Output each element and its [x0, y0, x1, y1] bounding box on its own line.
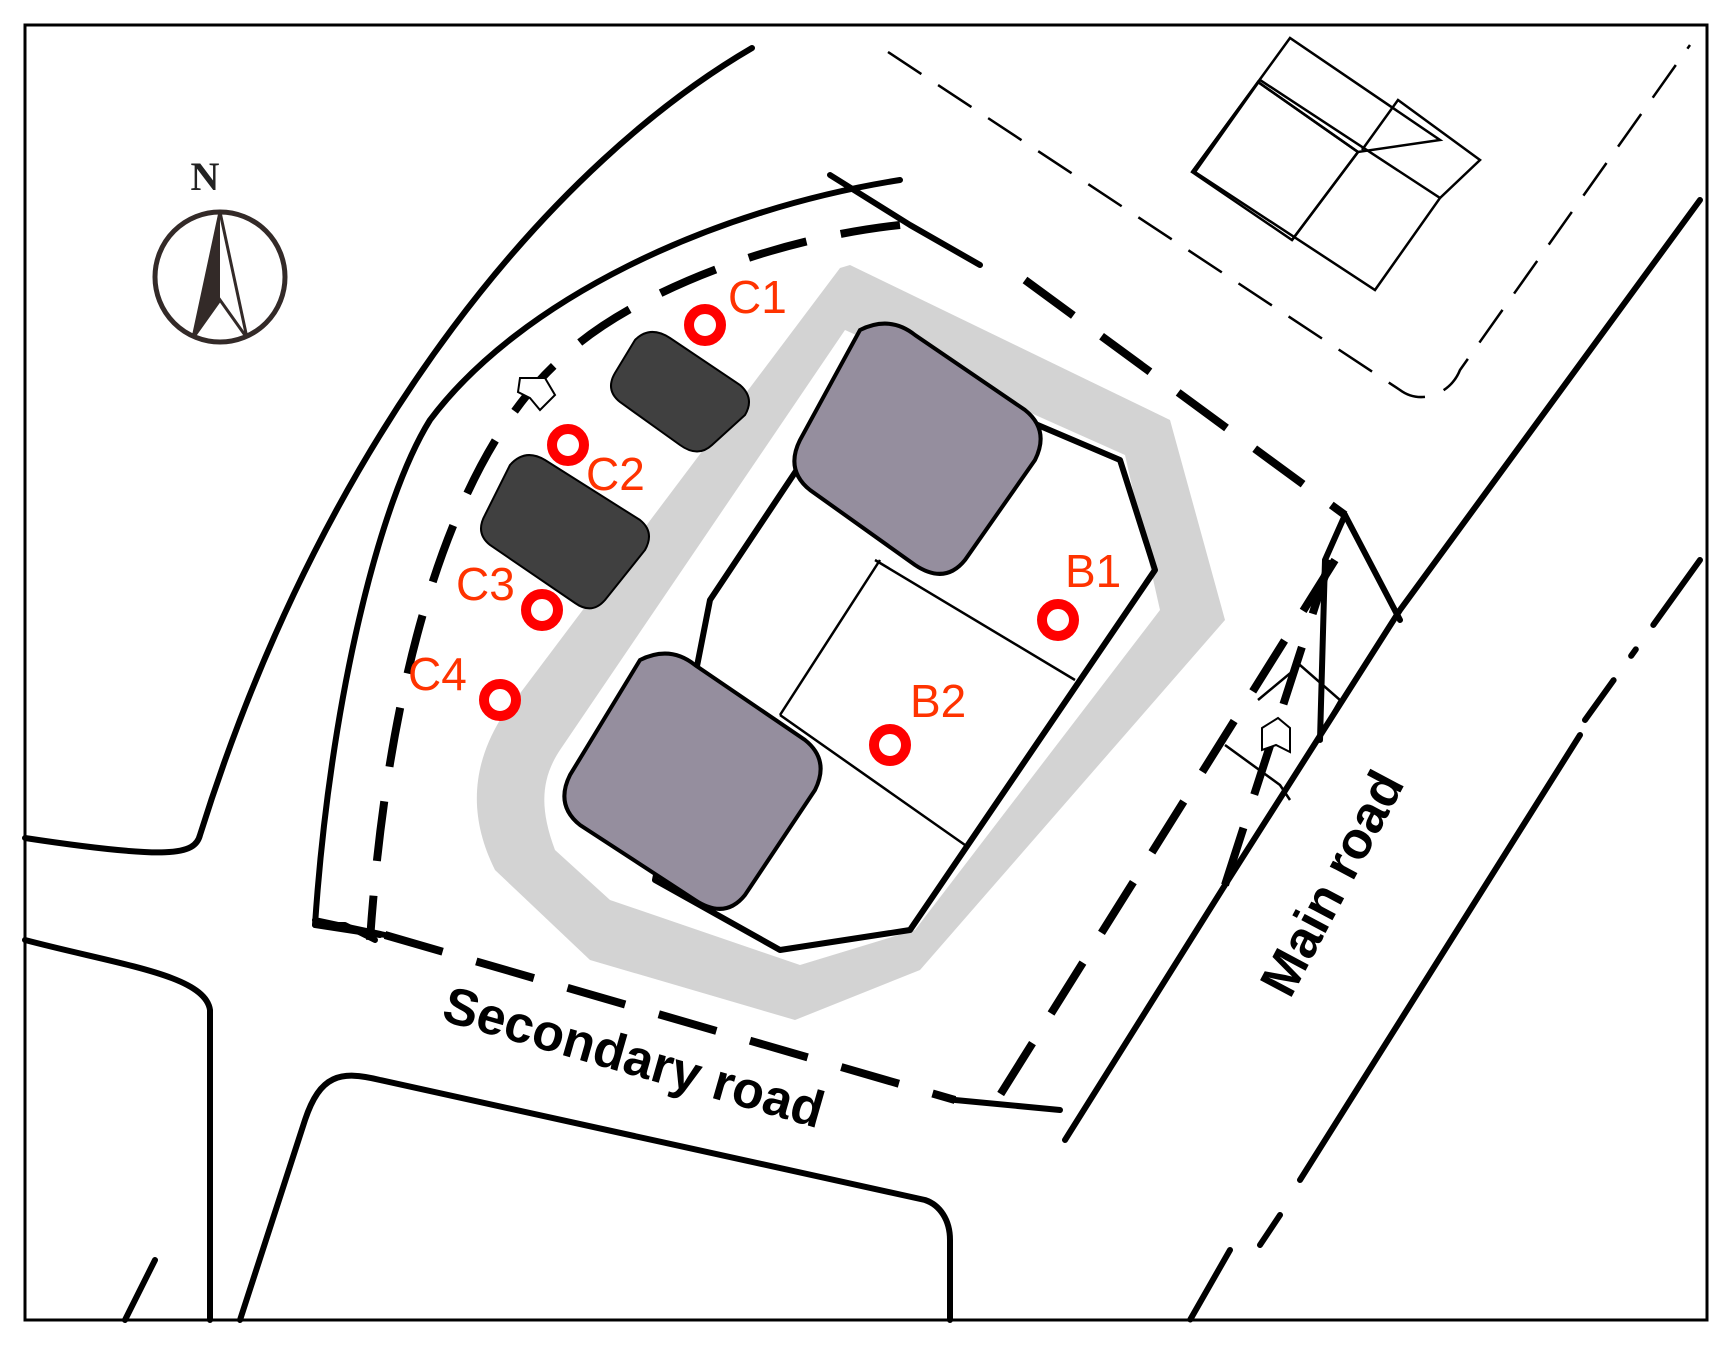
buildings: [562, 321, 1043, 911]
inner-site-outline: [652, 372, 1158, 953]
upper-right-building-shape: [1193, 78, 1482, 292]
svg-text:B1: B1: [1065, 545, 1121, 597]
marker-C3[interactable]: C3: [456, 558, 563, 631]
dark-blocks: [480, 331, 750, 610]
svg-text:C4: C4: [408, 648, 467, 700]
dark-block-north: [610, 331, 750, 453]
marker-B2[interactable]: B2: [869, 675, 966, 766]
gate-outline: [1257, 663, 1342, 736]
marker-B1[interactable]: B1: [1037, 545, 1121, 641]
gate-outline-2: [1224, 743, 1292, 801]
svg-text:B2: B2: [910, 675, 966, 727]
entrance-markers: [516, 377, 1342, 801]
building-north: [792, 321, 1043, 576]
entrance-arrow-icon: [516, 377, 557, 412]
svg-text:C1: C1: [728, 271, 787, 323]
entrance-arrow-icon: [1261, 716, 1291, 754]
interior-lines: [778, 558, 1076, 847]
svg-text:C2: C2: [586, 448, 645, 500]
marker-C4[interactable]: C4: [408, 648, 521, 721]
svg-text:C3: C3: [456, 558, 515, 610]
marker-C1[interactable]: C1: [684, 271, 787, 346]
compass: N: [152, 154, 288, 345]
road-network: [22, 44, 1703, 1323]
dark-block-south: [480, 454, 650, 610]
marker-C2[interactable]: C2: [547, 424, 645, 500]
north-label: N: [191, 154, 220, 199]
building-south: [562, 651, 823, 911]
markers: C1 C2 C3 C4 B1 B2: [408, 271, 1121, 766]
